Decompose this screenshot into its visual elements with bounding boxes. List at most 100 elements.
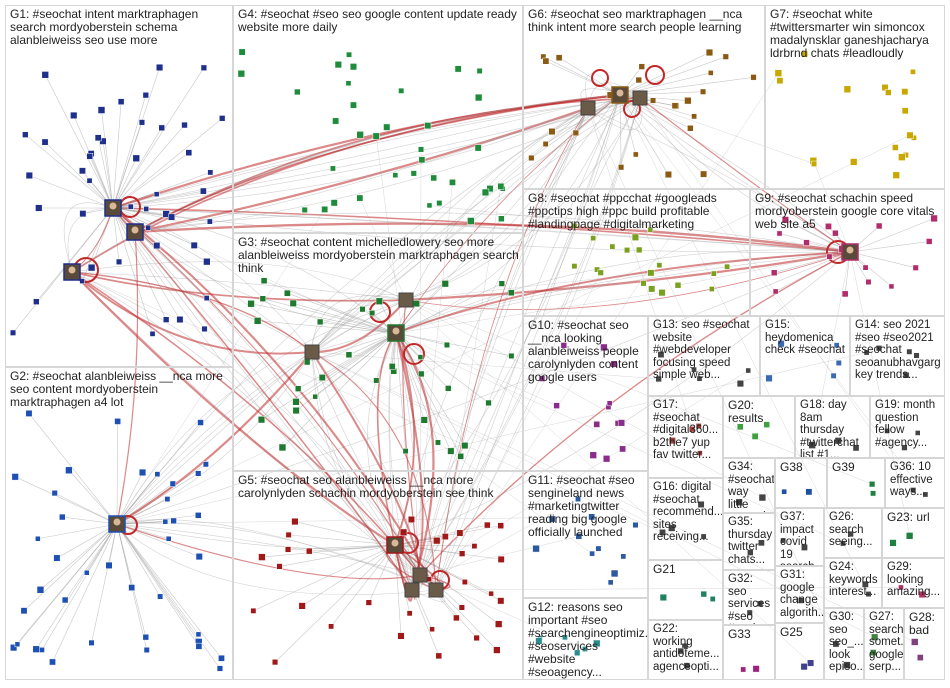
node-g1: [41, 71, 49, 79]
group-label-g32: G32: seo services #seo #seohyu...: [728, 573, 774, 624]
group-panel-g11: G11: #seochat #seo sengineland news #mar…: [523, 471, 648, 598]
group-panel-g29: G29: looking amazing...: [882, 558, 945, 608]
node-g5: [484, 521, 491, 529]
node-g14: [906, 348, 913, 355]
edge: [40, 523, 118, 591]
edge: [395, 107, 589, 334]
node-g5: [284, 546, 292, 553]
node-g4: [430, 174, 437, 182]
node-g5: [285, 531, 292, 538]
node-g4: [238, 48, 246, 56]
node-g2: [164, 496, 171, 503]
group-panel-g7: G7: #seochat white #twittersmarter win s…: [765, 5, 945, 189]
edge: [134, 212, 851, 253]
edge: [311, 351, 421, 576]
hub-avatar-face: [131, 226, 139, 234]
node-g8: [571, 223, 578, 229]
node-g2: [142, 633, 150, 641]
node-g4: [237, 70, 246, 78]
edge: [112, 127, 162, 209]
node-g5: [271, 659, 279, 666]
edge: [28, 413, 118, 525]
edge: [395, 332, 557, 406]
node-g34: [758, 493, 767, 502]
edge: [71, 271, 421, 576]
node-g37: [801, 544, 808, 551]
group-label-g39: G39: [832, 460, 855, 474]
edge: [395, 251, 851, 334]
node-g11: [620, 553, 627, 560]
node-g4: [454, 65, 462, 73]
node-g13: [691, 366, 697, 373]
node-g4: [356, 194, 364, 202]
edge: [311, 351, 413, 591]
edge: [116, 231, 139, 525]
edge: [35, 523, 118, 650]
edge: [395, 283, 502, 334]
node-g6: [708, 70, 714, 76]
edge: [587, 107, 837, 645]
edge: [112, 97, 641, 209]
edge: [489, 107, 589, 189]
node-g1: [35, 204, 43, 212]
node-g4: [424, 122, 432, 130]
node-g3: [289, 299, 297, 307]
node-g2: [143, 646, 150, 653]
edge: [134, 107, 589, 233]
self-loop: [645, 65, 665, 85]
node-g31: [798, 597, 805, 604]
node-g5: [488, 590, 494, 597]
node-g1: [149, 330, 156, 337]
edge: [112, 95, 147, 209]
group-label-g33: G33: [728, 627, 751, 641]
node-g38: [781, 488, 787, 495]
node-g14: [913, 352, 920, 359]
node-g23: [905, 532, 914, 540]
node-g1: [219, 115, 226, 122]
node-g3: [253, 317, 262, 325]
node-g3: [445, 385, 452, 392]
node-g12: [535, 637, 543, 645]
node-g8: [710, 270, 717, 277]
group-label-g3: G3: #seochat content michelledlowery seo…: [238, 235, 519, 275]
node-g11: [588, 513, 596, 521]
node-g6: [638, 63, 645, 70]
node-g1: [176, 316, 184, 324]
node-g5: [276, 563, 283, 570]
edge: [282, 332, 397, 448]
node-g5: [406, 610, 413, 617]
node-g3: [402, 448, 409, 455]
edge: [394, 94, 621, 546]
edge: [112, 207, 167, 320]
edge: [116, 351, 313, 525]
edge: [307, 332, 397, 363]
node-g10: [553, 402, 560, 409]
node-g2: [114, 418, 121, 425]
node-g6: [632, 151, 639, 158]
node-g9: [772, 288, 779, 295]
group-panel-g30: G30: seo seo_... look episo...: [824, 608, 864, 680]
edge: [405, 250, 851, 302]
node-g1: [206, 218, 213, 225]
node-g30: [843, 661, 851, 669]
node-g2: [88, 639, 95, 646]
node-g14: [875, 345, 883, 352]
hub-avatar-extra: [580, 100, 596, 116]
node-g14: [863, 349, 870, 356]
edge: [419, 97, 641, 576]
edge: [421, 97, 641, 161]
node-g6: [649, 97, 657, 104]
node-g3: [375, 297, 384, 305]
group-label-g21: G21: [653, 562, 676, 576]
node-g21: [659, 593, 667, 602]
node-g3: [457, 453, 464, 460]
node-g16: [668, 524, 676, 532]
node-g8: [647, 269, 655, 277]
node-g3: [435, 439, 441, 446]
edge: [311, 97, 641, 353]
node-g4: [474, 93, 483, 102]
group-label-g19: G19: month question fellow #agency...: [875, 399, 936, 449]
node-g6: [618, 164, 625, 171]
node-g3: [507, 289, 515, 297]
node-g18: [852, 444, 860, 452]
